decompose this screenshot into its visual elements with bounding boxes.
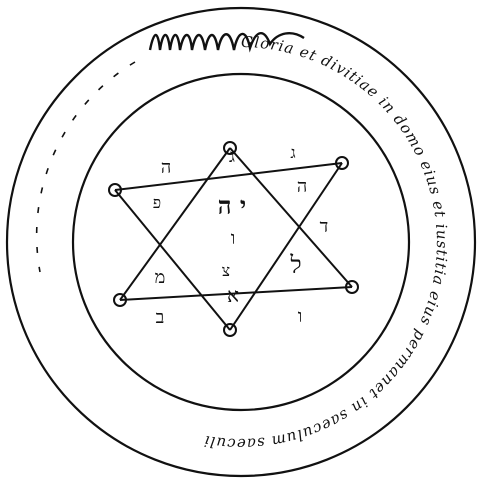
vertex-upper-right	[335, 156, 349, 170]
letter-lower-left-inner: מ	[155, 267, 166, 288]
star-line-4	[114, 162, 343, 191]
star-line-5	[114, 189, 231, 331]
letter-bottom-inner: א	[227, 283, 239, 307]
band-flourish	[148, 32, 305, 53]
outer-ring	[5, 6, 477, 478]
svg-text:Gloria et divitiae in domo eiu: Gloria et divitiae in domo eius et iusti…	[202, 33, 451, 453]
letter-right-inner: ל	[289, 251, 301, 279]
vertex-left	[108, 183, 122, 197]
star-line-6	[229, 162, 343, 331]
letter-left-outer: ה	[161, 157, 171, 178]
letter-top-inner: ג	[229, 146, 235, 167]
band-dashes	[35, 61, 136, 273]
letter-left-inner: פ	[153, 193, 161, 212]
inner-ring	[71, 72, 411, 412]
letter-center: י ה	[218, 191, 246, 220]
letter-center-vav: ו	[231, 228, 236, 249]
vertex-top	[223, 141, 237, 155]
letter-upper-right-inner: ה	[297, 176, 307, 197]
letter-bottom-inner-2: צ	[222, 261, 230, 280]
vertex-bottom	[223, 323, 237, 337]
letter-right-outer: ד	[320, 216, 329, 237]
vertex-right	[345, 280, 359, 294]
letter-lower-right-outer: ו	[298, 306, 303, 327]
star-line-2	[229, 147, 353, 288]
star-line-1	[119, 147, 231, 301]
letter-lower-left-outer: ב	[156, 307, 165, 328]
vertex-lower-left	[113, 293, 127, 307]
band-inscription: Gloria et divitiae in domo eius et iusti…	[202, 33, 450, 453]
star-line-3	[119, 286, 353, 301]
letter-top-right-outer: ג	[290, 143, 295, 162]
